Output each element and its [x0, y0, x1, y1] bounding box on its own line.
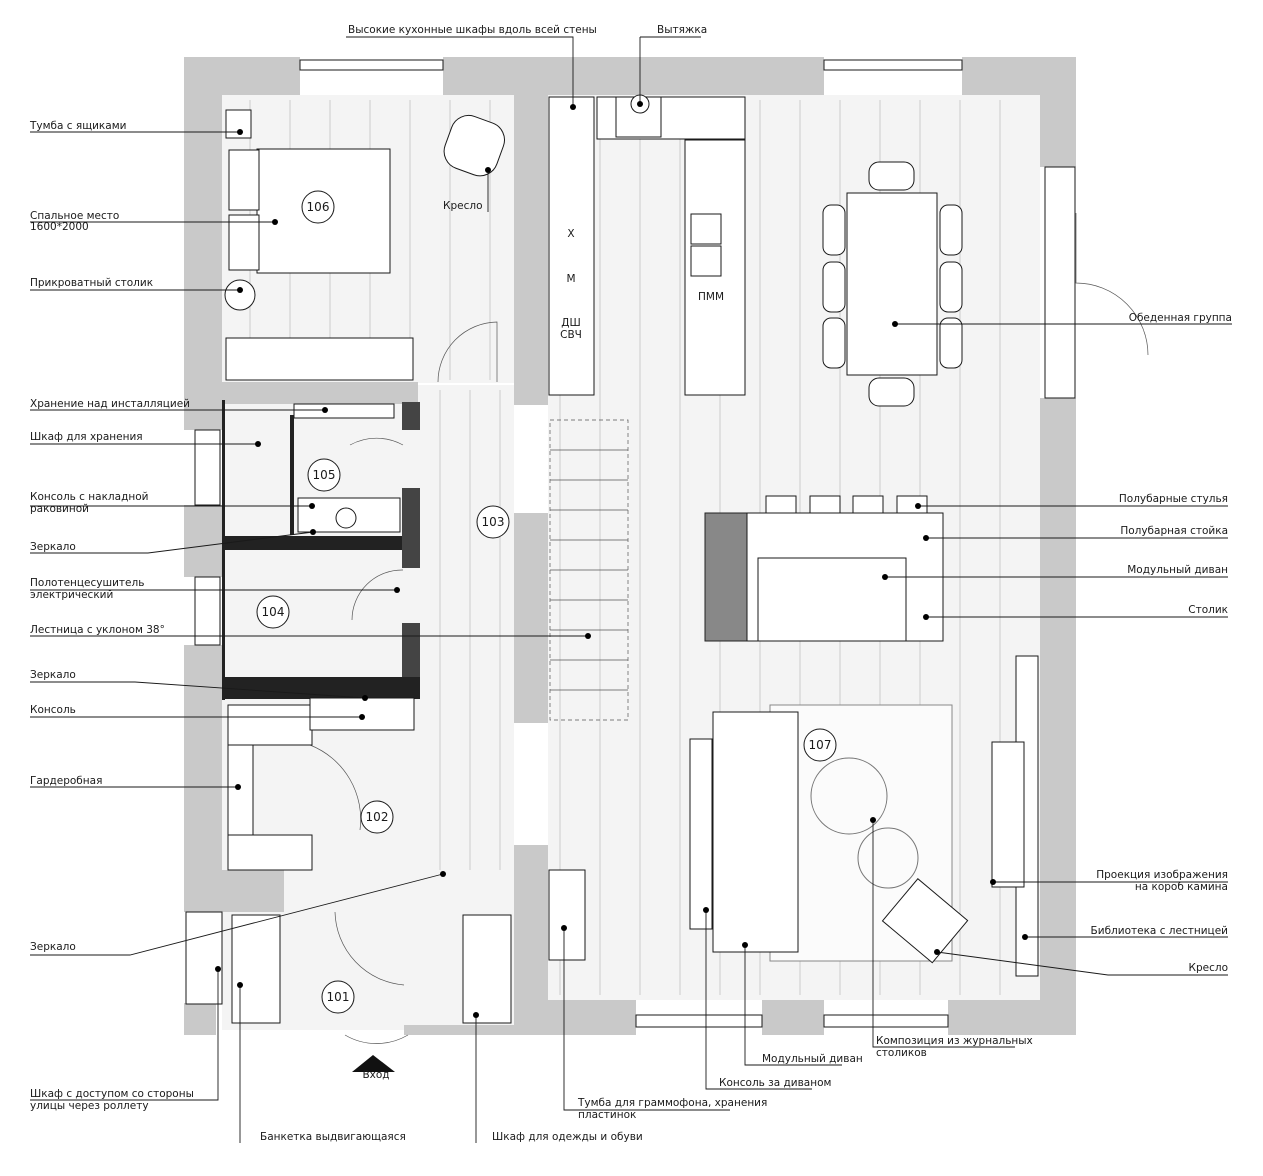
- label-drawers-cabinet: Тумба с ящиками: [29, 120, 126, 132]
- label-street-cabinet-line2: улицы через роллету: [30, 1100, 149, 1112]
- furniture: [185, 94, 1039, 1024]
- room-104-number: 104: [262, 605, 285, 619]
- label-mirror-bath: Зеркало: [30, 541, 76, 553]
- room-103: 103: [476, 505, 510, 539]
- label-dining-group: Обеденная группа: [1129, 312, 1232, 324]
- room-105-number: 105: [313, 468, 336, 482]
- appliance-microwave-label: СВЧ: [560, 329, 582, 341]
- room-106: 106: [301, 190, 335, 224]
- room-103-number: 103: [482, 515, 505, 529]
- label-towel-line1: Полотенцесушитель: [30, 577, 144, 589]
- label-modular-sofa-bottom: Модульный диван: [762, 1053, 863, 1065]
- room-101: 101: [321, 980, 355, 1014]
- label-console-sink-line1: Консоль с накладной: [30, 491, 148, 503]
- entrance-marker: Вход: [352, 1055, 395, 1081]
- label-console-sink-line2: раковиной: [30, 503, 89, 515]
- label-tall-cabinets: Высокие кухонные шкафы вдоль всей стены: [348, 24, 597, 36]
- label-bed-line1: Спальное место: [30, 210, 119, 222]
- label-stairs: Лестница с уклоном 38°: [30, 624, 165, 636]
- appliance-dw-island-label: ПММ: [698, 291, 724, 303]
- label-gramophone-line1: Тумба для граммофона, хранения: [577, 1097, 767, 1109]
- entrance-label: Вход: [362, 1069, 389, 1081]
- room-102-number: 102: [366, 810, 389, 824]
- label-street-cabinet-line1: Шкаф с доступом со стороны: [30, 1088, 194, 1100]
- leader-lines: [30, 36, 1232, 1143]
- label-side-table: Столик: [1188, 604, 1228, 616]
- room-107: 107: [803, 728, 837, 762]
- appliance-fridge-label: Х: [567, 228, 574, 240]
- label-bedside-table: Прикроватный столик: [30, 277, 153, 289]
- label-projection-line2: на короб камина: [1135, 881, 1228, 893]
- label-clothes-cabinet: Шкаф для одежды и обуви: [492, 1131, 643, 1143]
- appliance-labels: Х М ДШ СВЧ ПММ: [560, 228, 724, 341]
- room-107-number: 107: [809, 738, 832, 752]
- label-console: Консоль: [30, 704, 76, 716]
- room-numbers: 101 102 103 104 105 106 107: [256, 190, 837, 1014]
- label-mirror-hall: Зеркало: [30, 669, 76, 681]
- label-bed-line2: 1600*2000: [30, 221, 89, 233]
- label-bench: Банкетка выдвигающаяся: [260, 1131, 406, 1143]
- label-mirror-entry: Зеркало: [30, 941, 76, 953]
- label-armchair-right: Кресло: [1189, 962, 1229, 974]
- room-101-number: 101: [327, 990, 350, 1004]
- walls: [184, 57, 1076, 1035]
- appliance-oven-label: М: [566, 273, 575, 285]
- room-106-number: 106: [307, 200, 330, 214]
- room-105: 105: [307, 458, 341, 492]
- label-towel-line2: электрический: [30, 589, 113, 601]
- label-gramophone-line2: пластинок: [578, 1109, 636, 1121]
- room-102: 102: [360, 800, 394, 834]
- label-bar-stools: Полубарные стулья: [1119, 493, 1228, 505]
- label-armchair-top: Кресло: [443, 200, 483, 212]
- label-console-behind-sofa: Консоль за диваном: [719, 1077, 831, 1089]
- label-library: Библиотека с лестницей: [1091, 925, 1228, 937]
- label-coffee-tables-line1: Композиция из журнальных: [876, 1035, 1033, 1047]
- appliance-dishwasher-label: ДШ: [561, 317, 580, 329]
- label-storage-cabinet: Шкаф для хранения: [30, 431, 143, 443]
- label-projection-line1: Проекция изображения: [1096, 869, 1228, 881]
- label-wardrobe-room: Гардеробная: [30, 775, 102, 787]
- label-hood: Вытяжка: [657, 24, 707, 36]
- label-coffee-tables-line2: столиков: [876, 1047, 927, 1059]
- label-bar-counter: Полубарная стойка: [1120, 525, 1228, 537]
- annotation-labels: Высокие кухонные шкафы вдоль всей стены …: [29, 24, 1232, 1143]
- windows: [194, 59, 1076, 1028]
- label-storage-installation: Хранение над инсталляцией: [30, 398, 190, 410]
- label-modular-sofa-right: Модульный диван: [1127, 564, 1228, 576]
- room-104: 104: [256, 595, 290, 629]
